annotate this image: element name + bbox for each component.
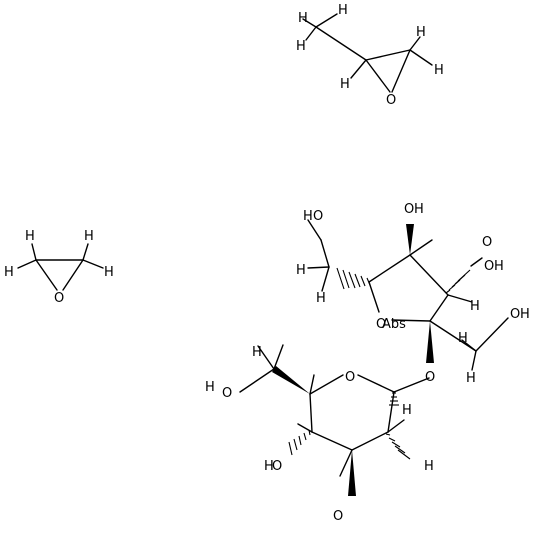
bond bbox=[429, 294, 449, 322]
atom-label: H bbox=[416, 25, 426, 40]
bond bbox=[350, 59, 367, 79]
bond bbox=[320, 239, 330, 268]
atom-label: H bbox=[25, 229, 35, 244]
oxirane: H H H H O bbox=[4, 229, 114, 306]
bond bbox=[429, 320, 477, 352]
atom-label: O bbox=[333, 509, 343, 524]
atom-label: O bbox=[404, 202, 414, 217]
bond bbox=[409, 36, 421, 51]
wedge-bond bbox=[348, 450, 356, 496]
bond bbox=[409, 254, 449, 296]
bond bbox=[365, 59, 391, 93]
atom-label: H bbox=[340, 77, 350, 92]
bond bbox=[393, 377, 430, 393]
bond bbox=[357, 374, 395, 393]
bond bbox=[365, 49, 411, 61]
bond bbox=[471, 350, 477, 371]
bond bbox=[387, 419, 405, 433]
wedge-bond bbox=[406, 224, 414, 255]
bond bbox=[307, 219, 322, 241]
atom-label: O bbox=[482, 235, 492, 250]
bond bbox=[321, 266, 330, 292]
bond bbox=[409, 49, 433, 66]
atom-label: O bbox=[425, 370, 435, 385]
bond bbox=[315, 26, 367, 61]
wedge-bond bbox=[426, 321, 434, 363]
atom-label: O bbox=[510, 307, 520, 322]
atom-label: H bbox=[303, 209, 313, 224]
bond bbox=[17, 259, 37, 269]
atom-label: O bbox=[376, 317, 386, 332]
atom-label: O bbox=[345, 370, 355, 385]
bond bbox=[257, 345, 275, 370]
bond bbox=[447, 294, 473, 303]
atom-label: H bbox=[316, 291, 326, 306]
atom-label: H bbox=[298, 11, 308, 26]
bond bbox=[475, 317, 509, 352]
atom-label: O bbox=[222, 386, 232, 401]
atom-label: H bbox=[338, 3, 348, 18]
methyloxirane: H H H H H H O bbox=[296, 3, 444, 108]
atom-label: H bbox=[104, 265, 114, 280]
atom-label: H bbox=[205, 380, 215, 395]
bond bbox=[309, 374, 315, 395]
atom-label: H bbox=[264, 459, 274, 474]
atom-label: O bbox=[386, 93, 396, 108]
bond bbox=[339, 449, 353, 477]
atom-label: H bbox=[296, 39, 306, 54]
bond bbox=[309, 374, 344, 395]
bond bbox=[82, 243, 89, 261]
bond bbox=[470, 257, 483, 267]
atom-label: H bbox=[434, 63, 444, 78]
stereo-abs-label: Abs bbox=[382, 317, 406, 332]
atom-label: H bbox=[458, 331, 468, 346]
bond bbox=[305, 26, 317, 41]
hashed-bond bbox=[389, 392, 399, 406]
atom-label: H bbox=[252, 345, 262, 360]
hashed-bond bbox=[336, 267, 371, 290]
bond bbox=[461, 339, 477, 352]
atom-label: H bbox=[4, 265, 14, 280]
bond bbox=[62, 259, 84, 291]
bond bbox=[307, 266, 330, 269]
bond bbox=[391, 319, 431, 322]
bond bbox=[31, 243, 37, 261]
atom-label: H bbox=[494, 259, 504, 274]
atom-label: H bbox=[84, 229, 94, 244]
bond bbox=[239, 368, 275, 393]
bond bbox=[297, 423, 313, 433]
bond bbox=[273, 344, 284, 370]
bond bbox=[309, 393, 313, 433]
hashed-bond bbox=[445, 269, 471, 294]
hashed-bond bbox=[288, 429, 311, 456]
bond bbox=[351, 431, 389, 451]
atom-label: H bbox=[470, 299, 480, 314]
atom-label: H bbox=[424, 459, 434, 474]
bond bbox=[368, 281, 380, 313]
bond bbox=[409, 239, 433, 256]
atom-label: O bbox=[272, 459, 282, 474]
atom-label: H bbox=[466, 371, 476, 386]
bond bbox=[315, 13, 338, 28]
atom-label: O bbox=[484, 259, 494, 274]
atom-label: O bbox=[313, 209, 323, 224]
bond bbox=[82, 259, 104, 269]
atom-label: O bbox=[54, 291, 64, 306]
atom-label: H bbox=[402, 403, 412, 418]
bond bbox=[302, 18, 317, 28]
bond bbox=[311, 431, 353, 451]
atom-label: H bbox=[296, 263, 306, 278]
atom-label: H bbox=[414, 202, 424, 217]
wedge-bond bbox=[272, 366, 310, 394]
atom-label: H bbox=[520, 307, 530, 322]
bond bbox=[391, 49, 411, 93]
sucrose: H O H H O H O O H H O H O H H O O H H O … bbox=[205, 202, 530, 524]
hashed-bond bbox=[385, 433, 411, 460]
bond bbox=[368, 254, 411, 283]
bond bbox=[35, 259, 58, 291]
bond bbox=[387, 391, 395, 433]
